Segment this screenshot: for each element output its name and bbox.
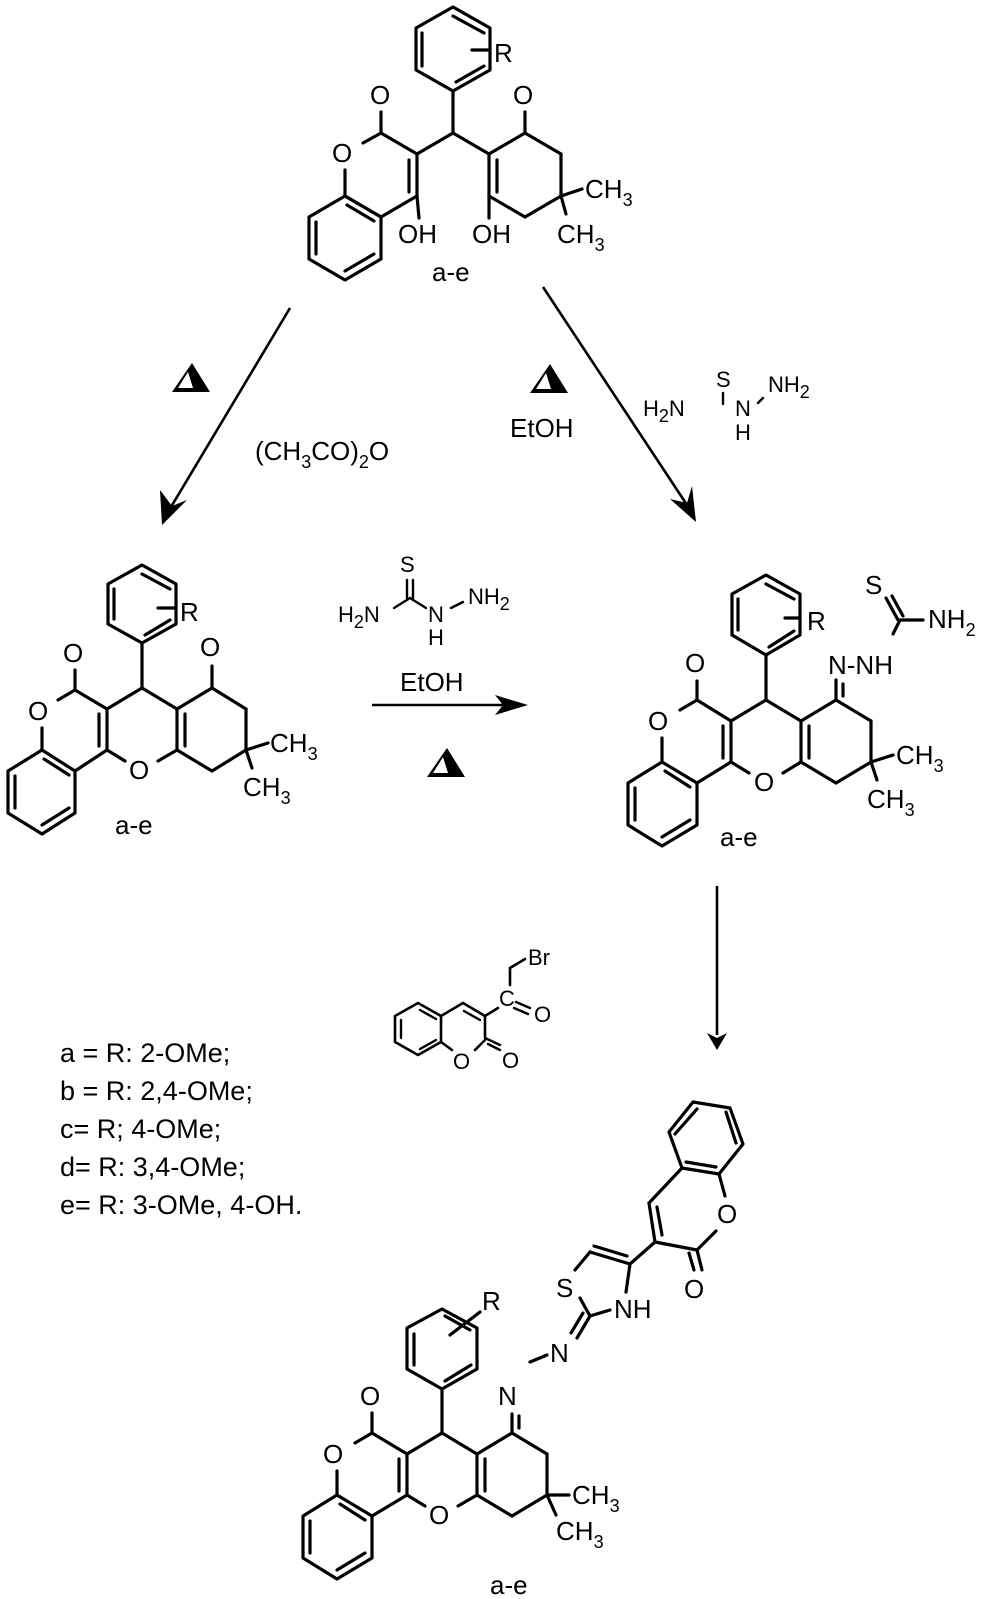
starting-compound: R O O OH O OH CH3	[307, 5, 633, 287]
svg-text:N: N	[550, 1338, 569, 1368]
svg-text:O: O	[717, 1199, 737, 1229]
thiosemicarbazone-compound: R O O O N-NH CH3 CH3 S	[626, 570, 976, 852]
svg-text:R: R	[180, 597, 199, 627]
svg-text:O: O	[28, 696, 48, 726]
svg-text:O: O	[323, 1439, 343, 1469]
svg-text:C: C	[499, 986, 515, 1011]
hydroxyl-2: OH	[472, 219, 511, 249]
arrow-horizontal	[372, 695, 528, 715]
svg-text:NH2: NH2	[928, 604, 976, 640]
svg-text:H: H	[735, 420, 751, 445]
svg-text:R: R	[482, 1286, 501, 1316]
svg-text:S: S	[865, 570, 882, 600]
svg-text:CH3: CH3	[867, 784, 915, 820]
legend-item-b: b = R: 2,4-OMe;	[60, 1076, 253, 1106]
svg-text:CH3: CH3	[243, 772, 291, 808]
xanthenone-compound: R O O O O CH3 CH3 a-e	[6, 563, 318, 840]
svg-text:H2N: H2N	[643, 396, 685, 426]
svg-text:O: O	[429, 1500, 449, 1530]
methyl-a: CH3	[585, 174, 633, 210]
arrow-left-diagonal	[160, 307, 292, 525]
carbonyl-oxygen: O	[370, 80, 390, 110]
svg-text:O: O	[63, 638, 83, 668]
ethanol-label-middle: EtOH	[400, 667, 464, 697]
svg-text:S: S	[400, 552, 415, 577]
svg-text:H2N: H2N	[338, 602, 380, 632]
svg-text:O: O	[534, 1002, 551, 1027]
svg-text:H: H	[428, 625, 444, 650]
svg-text:S: S	[716, 367, 731, 392]
svg-text:NH2: NH2	[768, 372, 810, 402]
substituent-legend: a = R: 2-OMe; b = R: 2,4-OMe; c= R; 4-OM…	[60, 1034, 302, 1224]
svg-text:O: O	[685, 648, 705, 678]
svg-text:CH3: CH3	[556, 1516, 604, 1552]
svg-text:O: O	[754, 767, 774, 797]
hydroxyl-1: OH	[398, 219, 437, 249]
svg-text:N: N	[498, 1381, 517, 1411]
svg-text:NH2: NH2	[468, 584, 510, 614]
compound-label: a-e	[115, 810, 153, 840]
svg-text:N-NH: N-NH	[828, 650, 893, 680]
ethanol-label-top: EtOH	[510, 413, 574, 443]
legend-item-a: a = R: 2-OMe;	[60, 1038, 231, 1068]
svg-text:CH3: CH3	[270, 728, 318, 764]
heat-symbol-bottom	[427, 748, 465, 777]
ring-oxygen: O	[332, 138, 352, 168]
svg-text:R: R	[807, 606, 826, 636]
ketone-oxygen: O	[513, 80, 533, 110]
svg-text:CH3: CH3	[896, 740, 944, 776]
thiosemicarbazide-reagent-top: S H2N N H NH2	[643, 367, 810, 445]
svg-text:O: O	[502, 1048, 519, 1073]
heat-symbol-left	[172, 363, 210, 392]
compound-label: a-e	[490, 1570, 528, 1599]
compound-label: a-e	[720, 822, 758, 852]
svg-text:O: O	[200, 632, 220, 662]
r-substituent: R	[494, 38, 513, 68]
legend-item-e: e= R: 3-OMe, 4-OH.	[60, 1190, 303, 1220]
legend-item-c: c= R; 4-OMe;	[60, 1114, 222, 1144]
svg-text:O: O	[648, 706, 668, 736]
svg-text:Br: Br	[528, 945, 550, 970]
legend-item-d: d= R: 3,4-OMe;	[60, 1152, 246, 1182]
compound-label: a-e	[432, 257, 470, 287]
svg-text:O: O	[360, 1381, 380, 1411]
svg-text:CH3: CH3	[572, 1480, 620, 1516]
arrow-down	[707, 886, 727, 1050]
svg-text:NH: NH	[614, 1294, 652, 1324]
bromoacetylcoumarin-reagent: O O C O Br	[393, 945, 551, 1074]
arrow-right-diagonal	[541, 286, 696, 522]
heat-symbol-middle	[530, 364, 568, 393]
svg-text:S: S	[556, 1273, 573, 1303]
svg-text:O: O	[684, 1274, 704, 1304]
final-product: O O S NH N R O O	[301, 1100, 745, 1599]
svg-text:N: N	[735, 396, 751, 421]
thiosemicarbazide-reagent-middle: S H2N N H NH2	[338, 552, 510, 650]
svg-text:O: O	[129, 755, 149, 785]
svg-text:O: O	[453, 1049, 470, 1074]
acetic-anhydride-label: (CH3CO)2O	[255, 436, 389, 472]
methyl-b: CH3	[557, 219, 605, 255]
svg-text:N: N	[428, 602, 444, 627]
